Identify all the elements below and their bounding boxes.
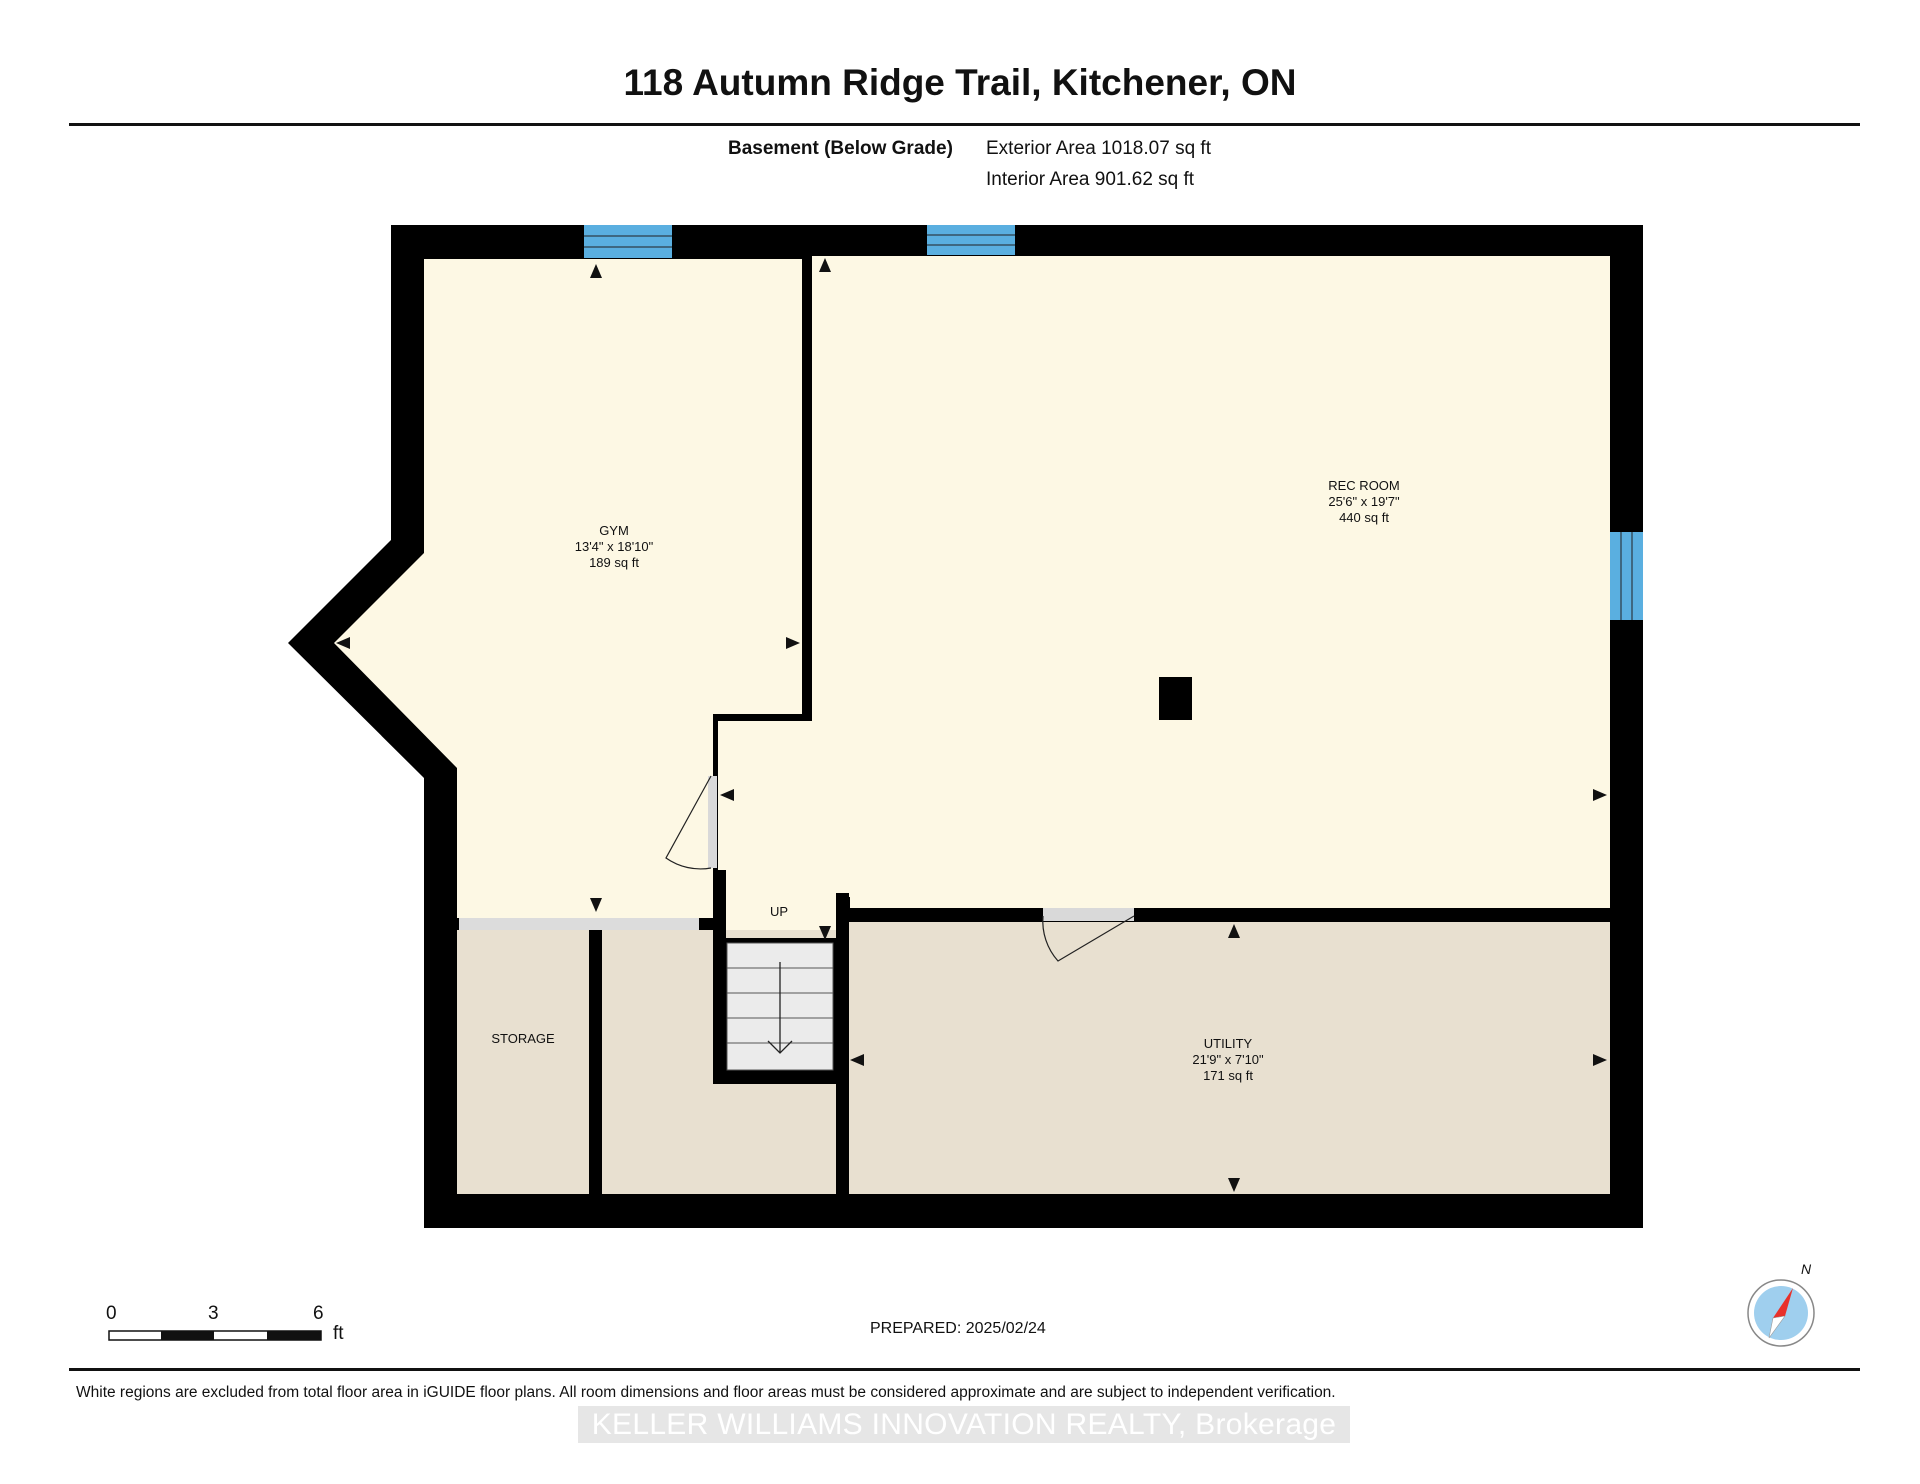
rec-room-name: REC ROOM [1328,478,1400,493]
scale-tick-6: 6 [313,1303,324,1324]
utility-west-wall [836,893,849,1194]
north-label: N [1801,1261,1812,1277]
utility-area: 171 sq ft [1203,1068,1253,1083]
room-gym-floor [334,259,802,918]
scale-bar [108,1330,322,1341]
door-gym [665,775,717,870]
window-rec-room-east [1610,532,1643,620]
level-name: Basement (Below Grade) [728,138,953,159]
room-utility-floor [848,922,1610,1194]
column [1159,677,1192,720]
scale-unit: ft [333,1323,344,1344]
exterior-area: Exterior Area 1018.07 sq ft [986,138,1211,159]
scale-tick-0: 0 [106,1303,117,1324]
rec-room-area: 440 sq ft [1339,510,1389,525]
room-rec-room-floor [718,256,1610,948]
gym-name: GYM [599,523,629,538]
gym-dims: 13'4" x 18'10" [575,539,654,554]
dimension-markers [336,258,1607,1192]
window-gym [584,225,672,258]
prepared-date: PREPARED: 2025/02/24 [870,1320,1046,1337]
room-storage-floor [457,930,589,1194]
rec-room-dims: 25'6" x 19'7" [1328,494,1400,509]
scale-tick-3: 3 [208,1303,219,1324]
utility-dims: 21'9" x 7'10" [1192,1052,1264,1067]
stair-enclosure-wall [713,870,726,950]
opening-storage [459,918,699,930]
north-compass-icon: N [1747,1261,1815,1347]
utility-name: UTILITY [1204,1036,1253,1051]
staircase [726,942,834,1071]
brokerage-watermark: KELLER WILLIAMS INNOVATION REALTY, Broke… [578,1406,1350,1443]
storage-name: STORAGE [491,1031,555,1046]
gym-area: 189 sq ft [589,555,639,570]
page-title: 118 Autumn Ridge Trail, Kitchener, ON [623,62,1297,103]
header-rule [69,123,1860,126]
window-rec-room-north [927,225,1015,255]
door-utility [1042,908,1135,962]
interior-area: Interior Area 901.62 sq ft [986,169,1195,190]
disclaimer: White regions are excluded from total fl… [76,1384,1336,1401]
utility-north-wall [836,908,1610,922]
storage-divider-wall [589,930,602,1194]
footer-rule [69,1368,1860,1371]
stairs-label: UP [770,904,788,919]
